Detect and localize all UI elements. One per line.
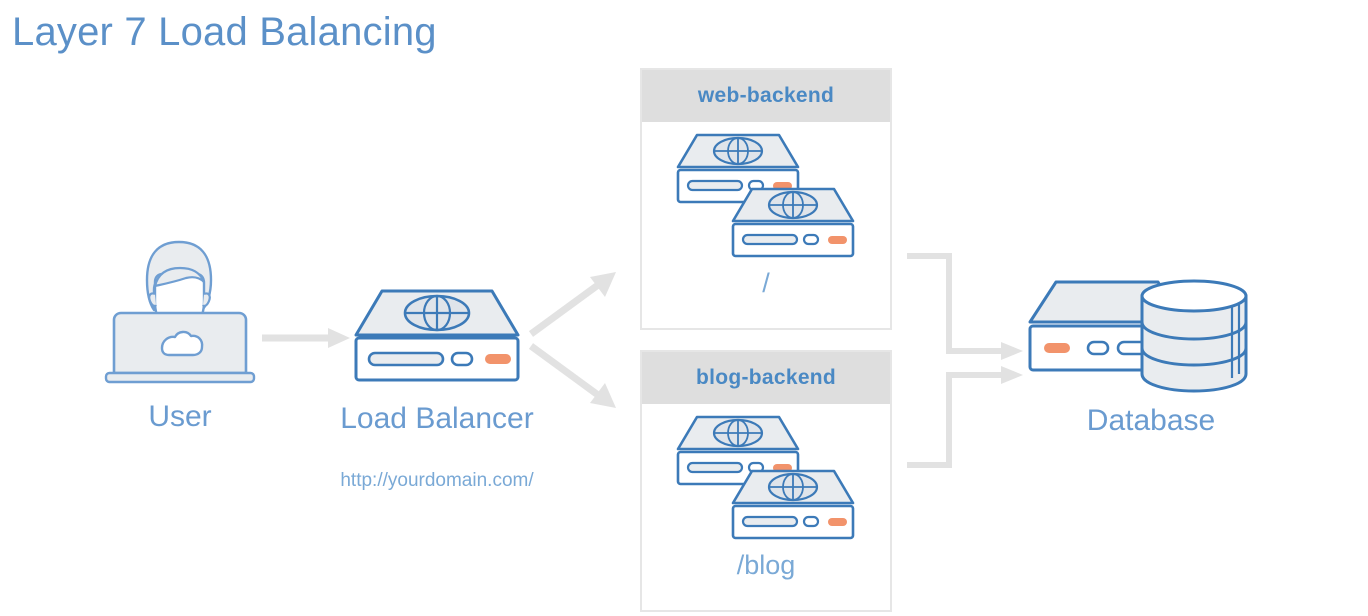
node-database bbox=[1026, 278, 1266, 402]
server-pair-icon bbox=[676, 415, 855, 540]
node-user bbox=[100, 222, 260, 392]
node-user-label: User bbox=[148, 400, 212, 433]
web-backend-servers bbox=[675, 132, 857, 262]
connector-user-to-load-balancer bbox=[262, 326, 352, 350]
group-web-backend-title: web-backend bbox=[697, 84, 835, 107]
connector-web-backend-to-database bbox=[905, 248, 1030, 360]
node-load-balancer-label: Load Balancer bbox=[340, 402, 534, 435]
connector-load-balancer-to-blog-backend bbox=[528, 342, 620, 418]
group-web-backend-body: / bbox=[642, 122, 890, 328]
group-web-backend-path: / bbox=[762, 268, 770, 298]
node-database-label: Database bbox=[1086, 404, 1216, 437]
database-server-icon bbox=[1028, 279, 1248, 393]
node-load-balancer bbox=[352, 288, 522, 384]
group-blog-backend-header: blog-backend bbox=[642, 352, 890, 404]
server-globe-icon bbox=[354, 289, 520, 382]
load-balancer-url: http://yourdomain.com/ bbox=[340, 470, 534, 491]
group-web-backend: web-backend bbox=[640, 68, 892, 330]
server-pair-icon bbox=[676, 133, 855, 258]
page-title: Layer 7 Load Balancing bbox=[12, 10, 437, 54]
group-blog-backend-title: blog-backend bbox=[695, 366, 837, 389]
connector-blog-backend-to-database bbox=[905, 366, 1030, 476]
group-blog-backend-body: /blog bbox=[642, 404, 890, 610]
group-blog-backend-path: /blog bbox=[736, 550, 796, 580]
connector-load-balancer-to-web-backend bbox=[528, 262, 620, 338]
user-laptop-icon bbox=[104, 240, 256, 384]
group-web-backend-header: web-backend bbox=[642, 70, 890, 122]
group-blog-backend: blog-backend bbox=[640, 350, 892, 612]
blog-backend-servers bbox=[675, 414, 857, 544]
